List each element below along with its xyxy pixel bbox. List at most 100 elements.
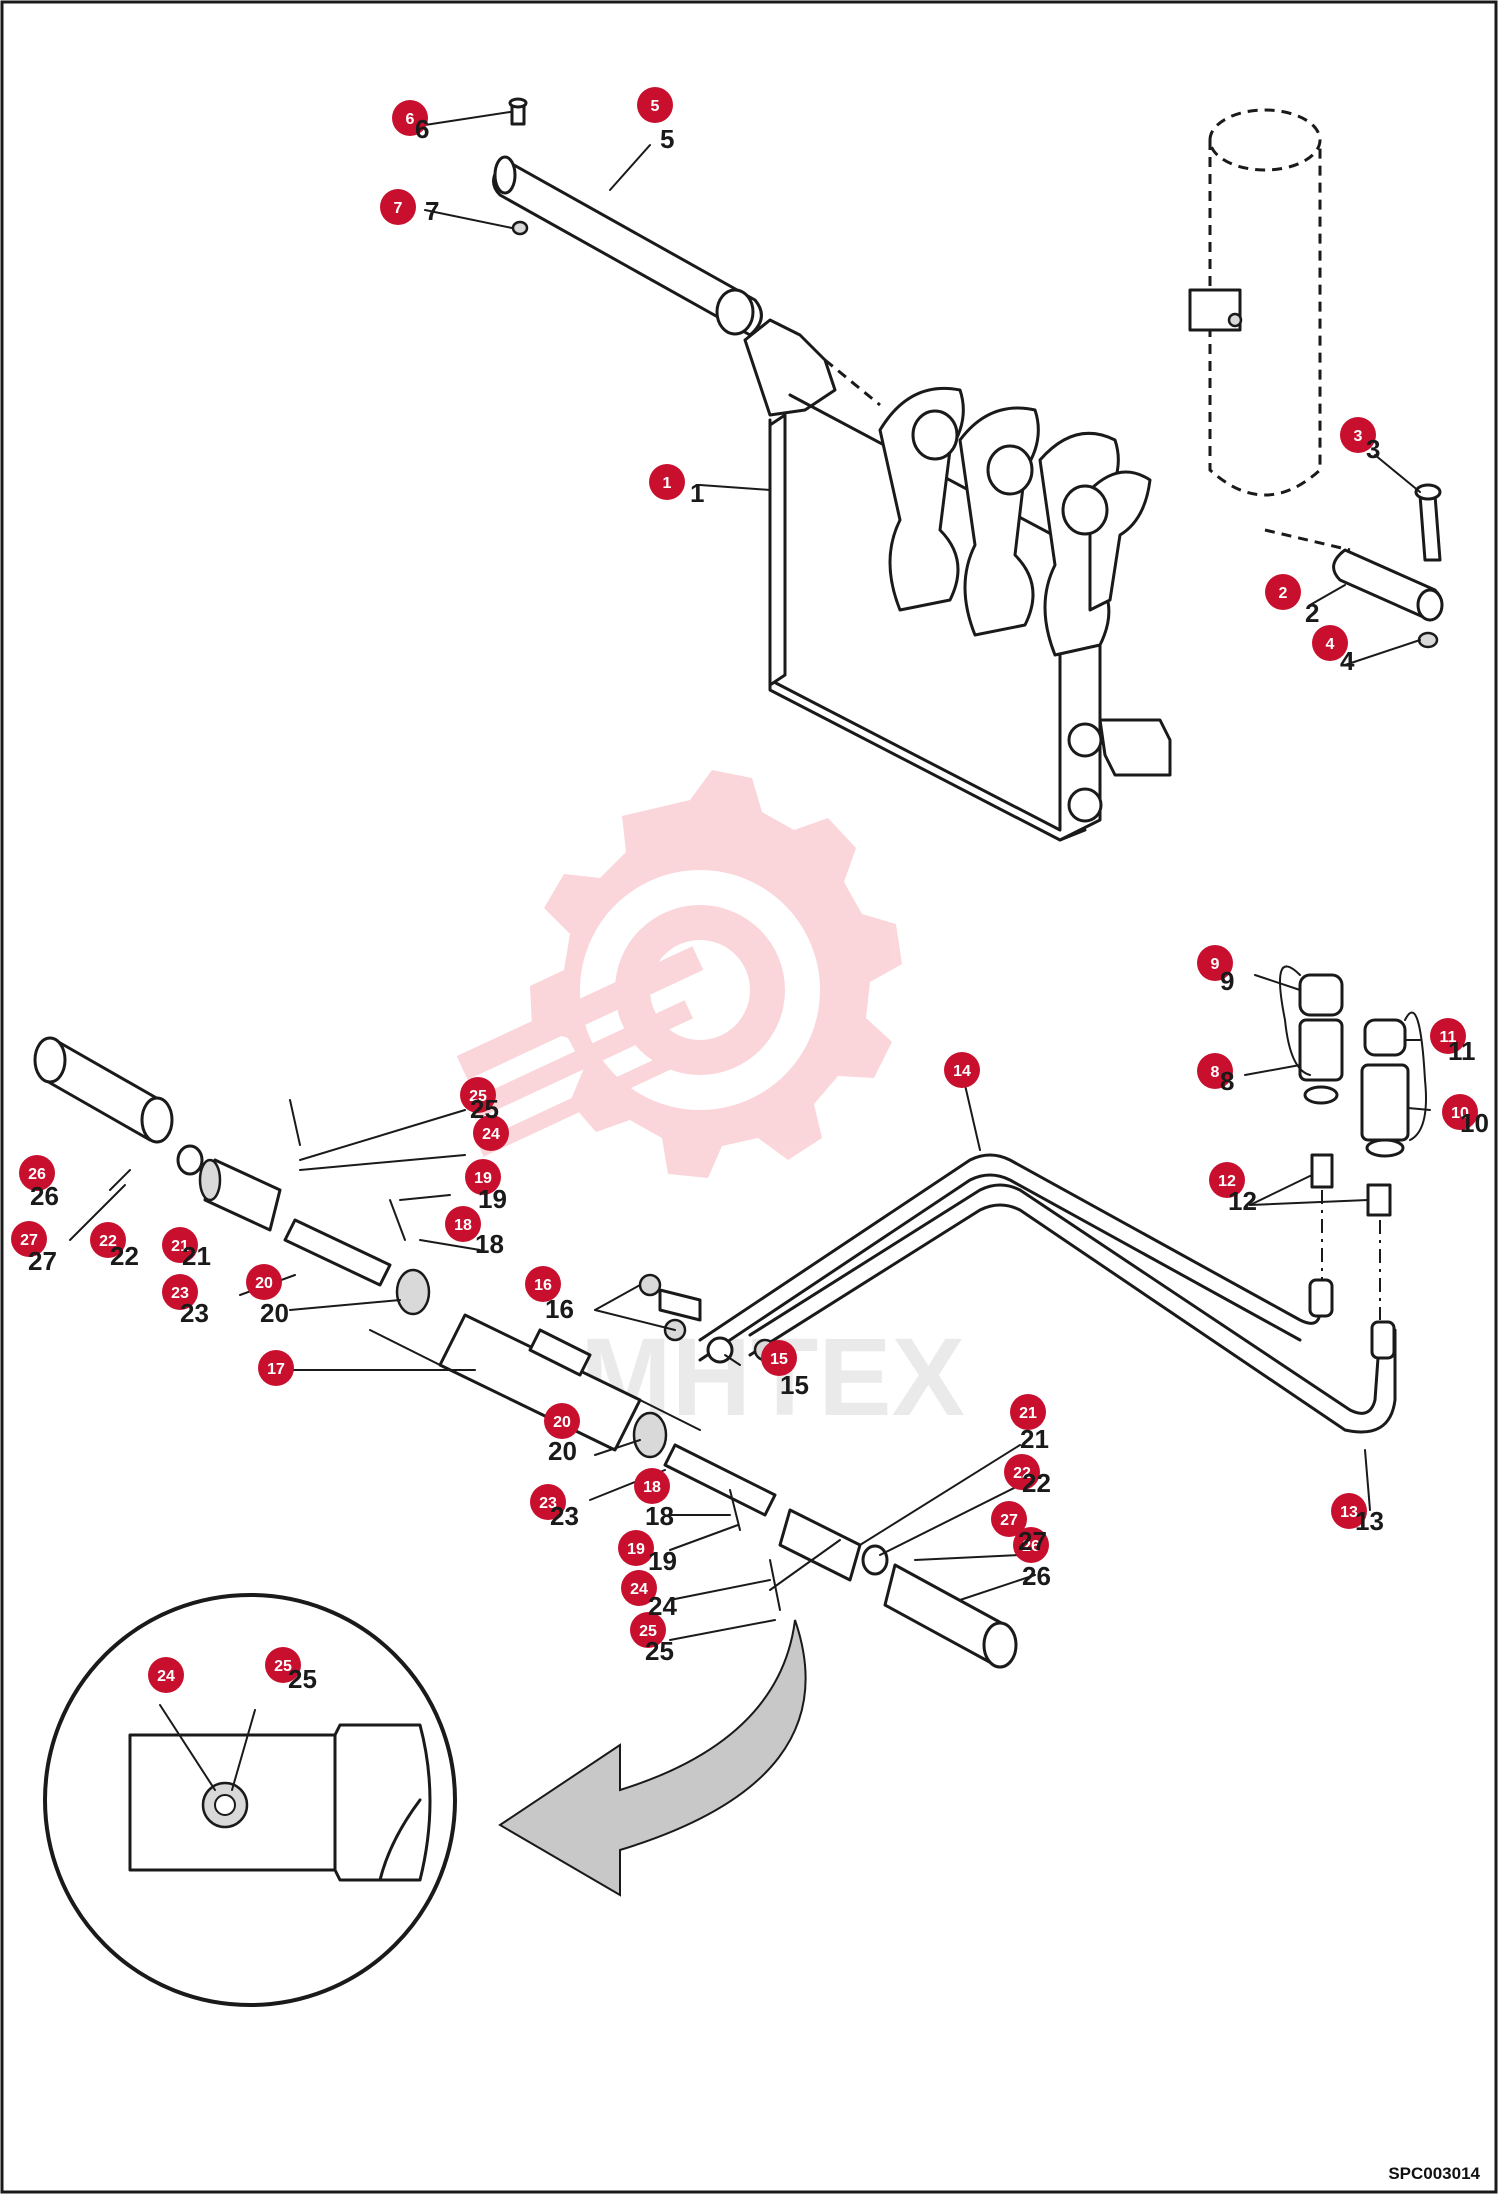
part-number-label-1: 1 [690,478,704,508]
bolt-part-3 [1414,483,1442,562]
callout-badge-19[interactable]: 19 [465,1159,501,1195]
hose-fitting [1308,1278,1334,1318]
callout-badge-25[interactable]: 25 [630,1612,666,1648]
part-number-label-26: 26 [1022,1561,1051,1591]
callout-badge-26[interactable]: 26 [19,1155,55,1191]
part-number-label-13: 13 [1355,1506,1384,1536]
callout-number: 18 [643,1479,661,1496]
part-number-label-10: 10 [1460,1108,1489,1138]
callout-badge-27[interactable]: 27 [991,1501,1027,1537]
callout-circle [1013,1527,1049,1563]
callout-number: 26 [28,1166,46,1183]
callout-badge-19[interactable]: 19 [618,1530,654,1566]
callout-badge-20[interactable]: 20 [246,1264,282,1300]
callout-circle [544,1403,580,1439]
callout-badge-25[interactable]: 25 [460,1077,496,1113]
part-number-label-25: 25 [470,1094,499,1124]
callout-number: 23 [171,1285,189,1302]
part-number-label-24: 24 [648,1591,677,1621]
nut-part-4 [1417,631,1439,649]
callout-number: 1 [663,475,672,492]
callout-badge-1[interactable]: 1 [649,464,685,500]
callout-badge-9[interactable]: 9 [1197,945,1233,981]
callout-badge-4[interactable]: 4 [1312,625,1348,661]
part-number-label-23: 23 [550,1501,579,1531]
part-number-label-22: 22 [1022,1468,1051,1498]
callout-badge-11[interactable]: 11 [1430,1018,1466,1054]
callout-circle [1312,625,1348,661]
callout-badge-12[interactable]: 12 [1209,1162,1245,1198]
curved-arrow-icon [498,1619,807,1897]
callout-badge-21[interactable]: 21 [1010,1394,1046,1430]
callout-circle [258,1350,294,1386]
callout-number: 9 [1211,956,1220,973]
pin-part-18-right [729,1489,741,1531]
cap-part-11 [1363,1011,1427,1141]
callout-circle [392,100,428,136]
callout-badge-16[interactable]: 16 [525,1266,561,1302]
washer-part-22-right [861,1544,889,1576]
callout-badge-24[interactable]: 24 [621,1570,657,1606]
shaft-part-23-left [283,1218,392,1287]
callout-badge-23[interactable]: 23 [162,1274,198,1310]
callout-badge-18[interactable]: 18 [634,1468,670,1504]
callout-number: 25 [639,1623,657,1640]
callout-badge-10[interactable]: 10 [1442,1094,1478,1130]
callout-circle [1197,945,1233,981]
part-number-label-26: 26 [30,1181,59,1211]
callout-number: 4 [1326,636,1335,653]
part-number-label-8: 8 [1220,1066,1234,1096]
callout-badge-24[interactable]: 24 [148,1657,184,1693]
callout-badge-3[interactable]: 3 [1340,417,1376,453]
callout-number: 26 [1022,1538,1040,1555]
part-number-label-7: 7 [425,196,439,226]
adapter-part-12 [1310,1153,1392,1217]
callout-badge-22[interactable]: 22 [90,1222,126,1258]
hose-part-13 [748,1183,1397,1434]
callout-circle [634,1468,670,1504]
callout-badge-22[interactable]: 22 [1004,1454,1040,1490]
callout-badge-2[interactable]: 2 [1265,574,1301,610]
callout-number: 23 [539,1495,557,1512]
callout-badge-27[interactable]: 27 [11,1221,47,1257]
callout-number: 3 [1354,428,1363,445]
callout-badge-5[interactable]: 5 [637,87,673,123]
callout-number: 21 [171,1238,189,1255]
callout-number: 18 [454,1217,472,1234]
callout-badge-20[interactable]: 20 [544,1403,580,1439]
part-number-label-25: 25 [288,1664,317,1694]
callout-badge-23[interactable]: 23 [530,1484,566,1520]
callout-badge-7[interactable]: 7 [380,189,416,225]
callout-badge-6[interactable]: 6 [392,100,428,136]
callout-circle [148,1657,184,1693]
seal-part-20-left [395,1268,431,1316]
spacer-part-21-left [198,1158,282,1232]
callout-badge-15[interactable]: 15 [761,1340,797,1376]
bushing-part-26-left [33,1036,174,1144]
cap-part-9 [1279,965,1344,1076]
callout-number: 24 [482,1126,500,1143]
callout-badge-25[interactable]: 25 [265,1647,301,1683]
callout-badge-21[interactable]: 21 [162,1227,198,1263]
callout-badge-26[interactable]: 26 [1013,1527,1049,1563]
callout-badge-24[interactable]: 24 [473,1115,509,1151]
callout-number: 7 [394,200,403,217]
callout-number: 15 [770,1351,788,1368]
pin-part-5 [492,155,763,337]
callout-circle [1010,1394,1046,1430]
shaft-part-23-right [663,1443,777,1517]
callout-circle [246,1264,282,1300]
part-number-label-19: 19 [478,1184,507,1214]
callout-circle [1265,574,1301,610]
callout-badge-14[interactable]: 14 [944,1052,980,1088]
part-number-label-20: 20 [260,1298,289,1328]
callout-number: 16 [534,1277,552,1294]
callout-circle [530,1484,566,1520]
callout-badge-8[interactable]: 8 [1197,1053,1233,1089]
coupling-part-10 [1360,1063,1410,1158]
callout-badge-17[interactable]: 17 [258,1350,294,1386]
callout-badge-18[interactable]: 18 [445,1206,481,1242]
callout-badge-13[interactable]: 13 [1331,1493,1367,1529]
callout-circle [944,1052,980,1088]
